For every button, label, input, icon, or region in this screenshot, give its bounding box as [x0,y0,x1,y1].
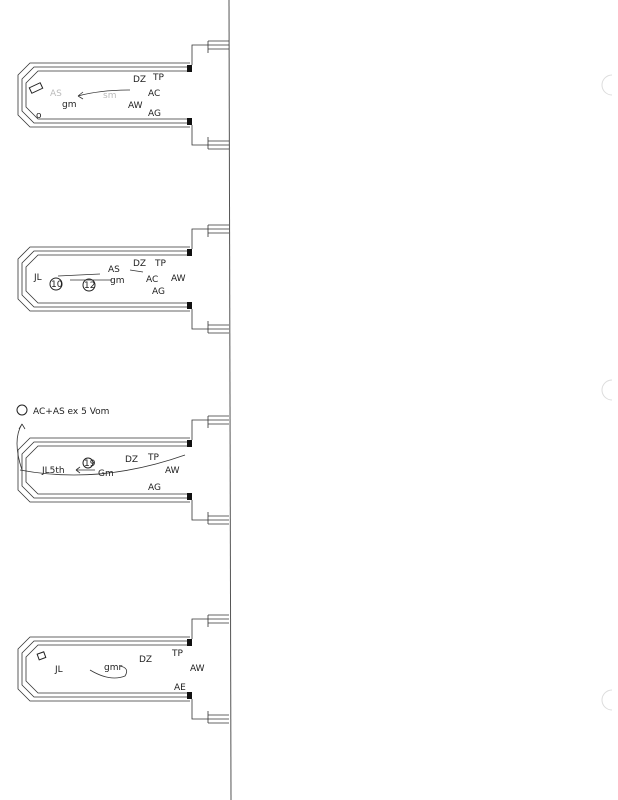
binder-hole [601,689,613,711]
rink-boundary [17,246,190,312]
diagram-note: AC+AS ex 5 Vom [33,407,109,417]
page-fold-line [228,0,232,800]
label-jl: JL [54,665,63,675]
diagram-2: JL 10 12 AS gm DZ TP AC AW AG [33,259,186,297]
label-12: 12 [84,281,95,291]
rink-boundary [25,445,190,495]
label-10: 10 [51,280,63,290]
label-gm: gm [110,276,124,286]
gate-block [187,692,192,699]
label-dz: DZ [133,75,146,85]
label-19: 19 [84,459,96,469]
rink-outline [17,224,229,334]
label-jl: JL5th [41,466,65,476]
rink-boundary [25,254,190,304]
movement-arrow [77,89,131,100]
diagram-1: DZ TP AC AW AG gm AS sm o [28,73,164,121]
label-dz: DZ [133,259,146,269]
rink-boundary [25,644,190,694]
label-aw: AW [128,101,143,111]
entrance-structure [191,415,229,525]
movement-arrow [57,269,144,281]
label-o: o [36,111,42,121]
label-tp: TP [171,649,183,659]
label-tp: TP [154,259,166,269]
circled-marker [16,404,28,416]
rink-diagrams [17,40,229,724]
label-as: AS [108,265,120,275]
label-sm: sm [103,91,116,101]
label-dz: DZ [125,455,138,465]
movement-arrow [16,423,26,471]
movement-path [89,665,128,679]
goal-icon [36,651,47,661]
binder-hole [601,379,613,401]
label-ag: AG [152,287,165,297]
rink-outline [17,614,229,724]
gate-block [187,249,192,256]
binder-holes [601,74,613,711]
rink-boundary [21,66,190,124]
label-as: AS [50,89,62,99]
label-dz: DZ [139,655,152,665]
diagram-4: JL gmr DZ TP AW AE [36,649,205,693]
label-tp: TP [152,73,164,83]
rink-boundary [21,250,190,308]
entrance-structure [191,224,229,334]
label-gm: gmr [104,663,122,673]
label-aw: AW [165,466,180,476]
rink-boundary [21,640,190,698]
label-ac: AC [146,275,158,285]
gate-block [187,639,192,646]
label-gm: Gm [98,469,114,479]
label-ac: AC [148,89,160,99]
label-jl: JL [33,273,42,283]
circled-number [49,277,63,291]
rink-boundary [17,62,190,128]
rink-boundary [17,437,190,503]
movement-path [19,454,186,476]
label-ag: AG [148,109,161,119]
entrance-structure [191,40,229,150]
gate-block [187,65,192,72]
rink-boundary [17,636,190,702]
entrance-structure [191,614,229,724]
gate-block [187,302,192,309]
label-aw: AW [171,274,186,284]
movement-arrow [75,466,95,474]
gate-block [187,493,192,500]
label-ag: AG [148,483,161,493]
label-gm: gm [62,100,76,110]
label-aw: AW [190,664,205,674]
goal-icon [28,82,44,94]
circled-number [82,457,94,469]
circled-number [82,278,96,292]
label-ae: AE [174,683,186,693]
label-tp: TP [147,453,159,463]
diagram-3: AC+AS ex 5 Vom JL5th 19 Gm DZ TP AW AG [16,404,186,493]
gate-block [187,118,192,125]
rink-boundary [25,70,190,120]
gate-block [187,440,192,447]
binder-hole [601,74,613,96]
rink-outline [17,40,229,150]
